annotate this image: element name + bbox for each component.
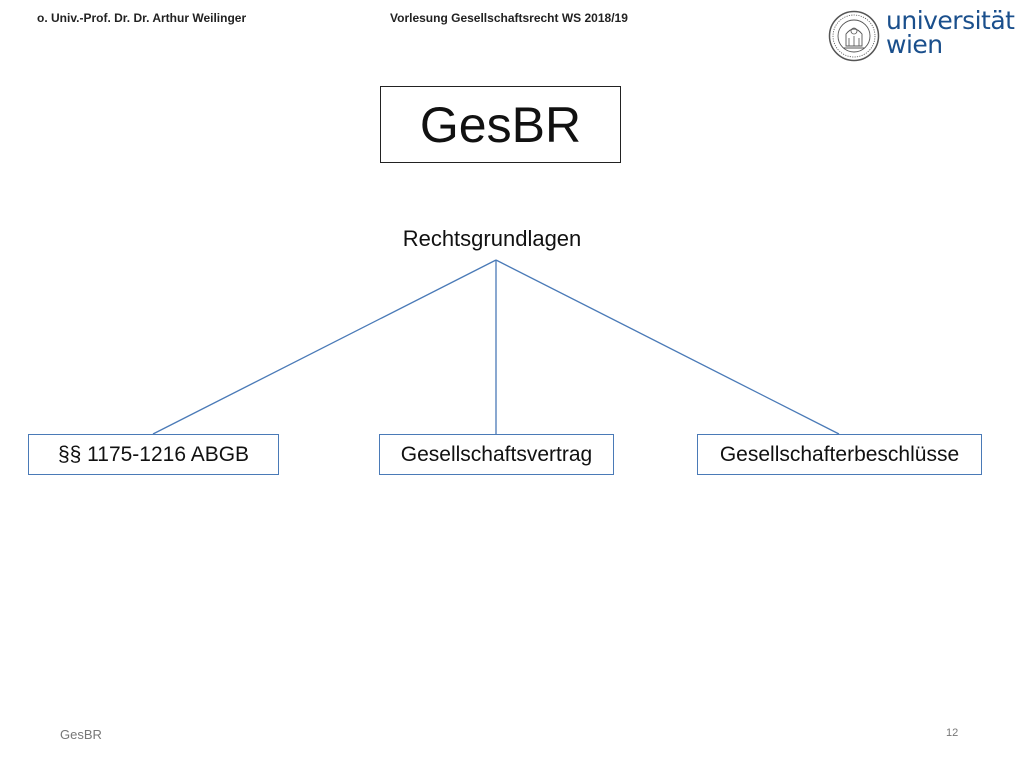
logo-line-1: universität bbox=[886, 6, 1015, 35]
connector-line-right bbox=[495, 259, 840, 435]
university-logo: universität wien bbox=[828, 6, 1018, 63]
logo-line-2: wien bbox=[886, 30, 943, 59]
child-node-label: Gesellschaftsvertrag bbox=[400, 442, 593, 466]
child-node-abgb: §§ 1175-1216 ABGB bbox=[28, 434, 279, 475]
child-node-label: §§ 1175-1216 ABGB bbox=[57, 442, 250, 466]
child-node-label: Gesellschafterbeschlüsse bbox=[719, 442, 960, 466]
child-node-gesellschafterbeschluesse: Gesellschafterbeschlüsse bbox=[697, 434, 982, 475]
root-node-label: Rechtsgrundlagen bbox=[402, 226, 582, 251]
diagram-title: GesBR bbox=[419, 96, 582, 153]
logo-wordmark: universität wien bbox=[886, 6, 1015, 59]
child-node-gesellschaftsvertrag: Gesellschaftsvertrag bbox=[379, 434, 614, 475]
page-number: 12 bbox=[946, 727, 959, 739]
university-seal-icon bbox=[828, 10, 880, 62]
header-author: o. Univ.-Prof. Dr. Dr. Arthur Weilinger bbox=[37, 11, 247, 25]
footer-title: GesBR bbox=[60, 727, 102, 742]
diagram-title-box: GesBR bbox=[380, 86, 621, 163]
header-lecture-title: Vorlesung Gesellschaftsrecht WS 2018/19 bbox=[390, 11, 628, 25]
connector-line-left bbox=[152, 259, 497, 435]
